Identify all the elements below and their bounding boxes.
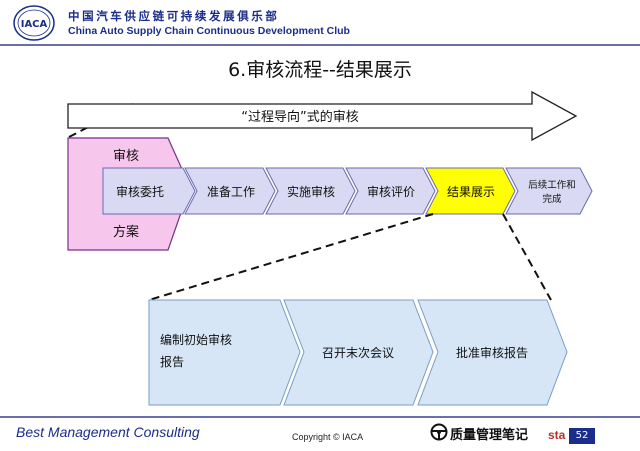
- plan-label-top: 审核: [113, 149, 139, 164]
- logo-text: IACA: [21, 19, 48, 30]
- step-label-entrust: 审核委托: [116, 184, 164, 199]
- step-label-conduct: 实施审核: [287, 184, 335, 199]
- zoom-line-right: [502, 213, 552, 301]
- detail-label-draft-1: 编制初始审核: [160, 332, 232, 347]
- step-conduct: [265, 167, 356, 215]
- footer-copyright: Copyright © IACA: [292, 432, 364, 442]
- plan-label-bottom: 方案: [113, 224, 139, 240]
- process-arrow-label: “过程导向”式的审核: [241, 109, 358, 125]
- footer-divider: [0, 416, 640, 418]
- org-name-en: China Auto Supply Chain Continuous Devel…: [68, 25, 350, 37]
- step-label-evaluate: 审核评价: [367, 184, 415, 199]
- detail-label-closing: 召开末次会议: [322, 346, 394, 360]
- slide-title: 6.审核流程--结果展示: [228, 59, 412, 81]
- watermark-brand: 质量管理笔记: [450, 428, 529, 443]
- process-arrow: [67, 90, 578, 142]
- footer-company: Best Management Consulting: [16, 424, 200, 440]
- detail-label-draft-2: 报告: [160, 354, 184, 369]
- steering-wheel-icon: [430, 423, 448, 441]
- step-prepare: [184, 167, 276, 215]
- detail-step-draft-report: [148, 299, 301, 406]
- step-label-prepare: 准备工作: [207, 185, 255, 199]
- header-divider: [0, 44, 640, 46]
- step-entrust: [102, 167, 196, 215]
- step-follow-up: [505, 167, 593, 215]
- zoom-line-left: [148, 213, 434, 301]
- detail-step-closing-meeting: [283, 299, 434, 406]
- step-evaluate: [345, 167, 436, 215]
- detail-step-approve-report: [417, 299, 568, 406]
- iaca-logo: IACA: [13, 5, 55, 41]
- detail-label-approve: 批准审核报告: [456, 345, 528, 360]
- page-number: 52: [569, 428, 595, 444]
- step-label-follow-up-2: 完成: [542, 193, 562, 205]
- step-label-follow-up-1: 后续工作和: [528, 179, 576, 191]
- watermark-site: sta: [548, 428, 566, 442]
- org-name-cn: 中国汽车供应链可持续发展俱乐部: [68, 9, 280, 23]
- step-label-result: 结果展示: [447, 185, 495, 199]
